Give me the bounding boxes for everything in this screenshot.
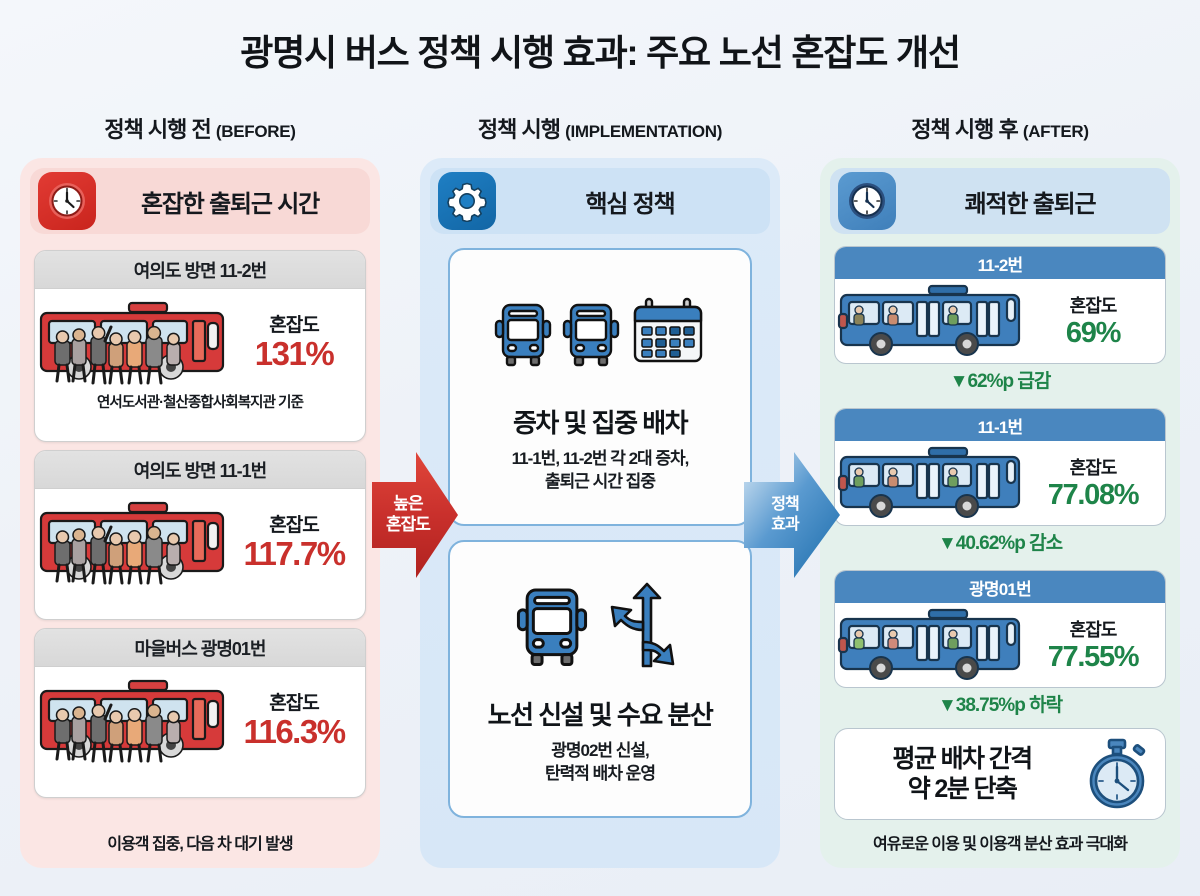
arrow-blue-line1: 정책 xyxy=(771,496,799,514)
panel-header-implementation-title: 핵심 정책 xyxy=(585,190,676,218)
clock-icon xyxy=(38,172,96,230)
before-metric-label: 혼잡도 xyxy=(269,515,319,537)
policy-title: 노선 신설 및 수요 분산 xyxy=(487,699,714,730)
arrow-policy-effect: 정책 효과 xyxy=(744,440,840,590)
after-congestion-stat: 혼잡도 77.55% xyxy=(1027,616,1159,673)
bus-front-icon xyxy=(515,580,589,677)
panel-before: 혼잡한 출퇴근 시간 여의도 방면 11-2번 xyxy=(20,158,380,868)
empty-blue-bus-icon xyxy=(837,281,1027,361)
policy-subtitle-line2: 출퇴근 시간 집중 xyxy=(545,471,656,491)
after-delta-label: ▼62%p 급감 xyxy=(949,371,1052,392)
before-route-name: 여의도 방면 11-2번 xyxy=(35,251,365,289)
after-metric-label: 혼잡도 xyxy=(1069,296,1118,317)
column-caption-impl-en: (IMPLEMENTATION) xyxy=(565,122,723,141)
column-caption-impl-ko: 정책 시행 xyxy=(477,117,561,142)
crowded-red-bus-icon xyxy=(39,671,235,767)
after-route-card: 11-1번 xyxy=(834,408,1166,526)
column-caption-implementation: 정책 시행 (IMPLEMENTATION) xyxy=(420,112,780,144)
column-caption-before: 정책 시행 전 (BEFORE) xyxy=(20,112,380,144)
after-route-name: 11-2번 xyxy=(835,247,1165,279)
after-congestion-stat: 혼잡도 69% xyxy=(1027,292,1159,349)
bus-front-icon xyxy=(494,297,552,376)
empty-blue-bus-icon xyxy=(837,443,1027,523)
panel-header-after-title: 쾌적한 출퇴근 xyxy=(964,190,1097,218)
route-branch-icon xyxy=(599,580,685,677)
before-metric-value: 131% xyxy=(254,335,335,373)
policy-card: 증차 및 집중 배차 11-1번, 11-2번 각 2대 증차, 출퇴근 시간 … xyxy=(448,248,752,526)
panel-header-before-title: 혼잡한 출퇴근 시간 xyxy=(141,190,320,218)
policy-subtitle-line1: 광명02번 신설, xyxy=(551,740,650,760)
arrow-policy-effect-label: 정책 효과 xyxy=(744,440,840,590)
gear-icon xyxy=(438,172,496,230)
policy-subtitle: 광명02번 신설, 탄력적 배차 운영 xyxy=(545,740,656,786)
arrow-blue-line2: 효과 xyxy=(771,516,799,533)
bus-front-icon xyxy=(562,297,620,376)
after-metric-value: 77.55% xyxy=(1047,641,1140,674)
after-route-name: 광명01번 xyxy=(835,571,1165,603)
crowded-red-bus-icon xyxy=(39,493,235,589)
column-caption-before-ko: 정책 시행 전 xyxy=(104,117,211,142)
before-metric-label: 혼잡도 xyxy=(269,693,319,715)
before-route-name: 여의도 방면 11-1번 xyxy=(35,451,365,489)
policy-subtitle-line2: 탄력적 배차 운영 xyxy=(545,763,656,783)
arrow-high-congestion-label: 높은 혼잡도 xyxy=(372,440,458,590)
before-metric-label: 혼잡도 xyxy=(269,315,319,337)
panel-header-after: 쾌적한 출퇴근 xyxy=(830,168,1170,234)
after-metric-value: 77.08% xyxy=(1047,479,1140,512)
headway-summary-box: 평균 배차 간격 약 2분 단축 xyxy=(834,728,1166,820)
arrow-red-line1: 높은 xyxy=(393,494,423,514)
before-metric-value: 116.3% xyxy=(243,713,346,751)
calendar-icon xyxy=(630,297,706,376)
before-route-card: 마을버스 광명01번 xyxy=(34,628,366,798)
before-route-card: 여의도 방면 11-1번 xyxy=(34,450,366,620)
policy-subtitle: 11-1번, 11-2번 각 2대 증차, 출퇴근 시간 집중 xyxy=(511,448,690,494)
before-panel-footer: 이용객 집중, 다음 차 대기 발생 xyxy=(107,836,293,853)
panel-header-implementation: 핵심 정책 xyxy=(430,168,770,234)
after-delta-label: ▼40.62%p 감소 xyxy=(937,533,1063,554)
policy-title: 증차 및 집중 배차 xyxy=(512,407,689,438)
crowded-red-bus-icon xyxy=(39,293,235,389)
page-title: 광명시 버스 정책 시행 효과: 주요 노선 혼잡도 개선 xyxy=(240,32,961,73)
after-route-card: 광명01번 xyxy=(834,570,1166,688)
clock-icon xyxy=(838,172,896,230)
policy-subtitle-line1: 11-1번, 11-2번 각 2대 증차, xyxy=(511,448,690,468)
column-caption-after-en: (AFTER) xyxy=(1022,122,1089,141)
before-congestion-stat: 혼잡도 117.7% xyxy=(235,510,357,572)
after-metric-label: 혼잡도 xyxy=(1069,458,1118,479)
after-metric-value: 69% xyxy=(1065,317,1121,350)
panel-implementation: 핵심 정책 xyxy=(420,158,780,868)
after-route-card: 11-2번 xyxy=(834,246,1166,364)
headway-summary-line2: 약 2분 단축 xyxy=(907,775,1018,803)
column-caption-before-en: (BEFORE) xyxy=(215,122,296,141)
after-metric-label: 혼잡도 xyxy=(1069,620,1118,641)
panel-after: 쾌적한 출퇴근 11-2번 xyxy=(820,158,1180,868)
before-metric-value: 117.7% xyxy=(243,535,346,573)
before-congestion-stat: 혼잡도 131% xyxy=(235,310,357,372)
arrow-red-line2: 혼잡도 xyxy=(386,515,431,534)
before-congestion-stat: 혼잡도 116.3% xyxy=(235,688,357,750)
policy-card: 노선 신설 및 수요 분산 광명02번 신설, 탄력적 배차 운영 xyxy=(448,540,752,818)
after-congestion-stat: 혼잡도 77.08% xyxy=(1027,454,1159,511)
before-route-name: 마을버스 광명01번 xyxy=(35,629,365,667)
stopwatch-icon xyxy=(1079,738,1155,810)
before-route-card: 여의도 방면 11-2번 xyxy=(34,250,366,442)
before-route-note: 연서도서관·철산종합사회복지관 기준 xyxy=(96,395,304,411)
empty-blue-bus-icon xyxy=(837,605,1027,685)
headway-summary-line1: 평균 배차 간격 xyxy=(892,744,1033,773)
headway-summary-text: 평균 배차 간격 약 2분 단축 xyxy=(845,744,1079,805)
column-caption-after-ko: 정책 시행 후 xyxy=(911,117,1018,142)
after-delta-label: ▼38.75%p 하락 xyxy=(937,695,1063,716)
column-caption-after: 정책 시행 후 (AFTER) xyxy=(820,112,1180,144)
after-panel-footer: 여유로운 이용 및 이용객 분산 효과 극대화 xyxy=(873,836,1128,853)
after-route-name: 11-1번 xyxy=(835,409,1165,441)
arrow-high-congestion: 높은 혼잡도 xyxy=(372,440,458,590)
panel-header-before: 혼잡한 출퇴근 시간 xyxy=(30,168,370,234)
